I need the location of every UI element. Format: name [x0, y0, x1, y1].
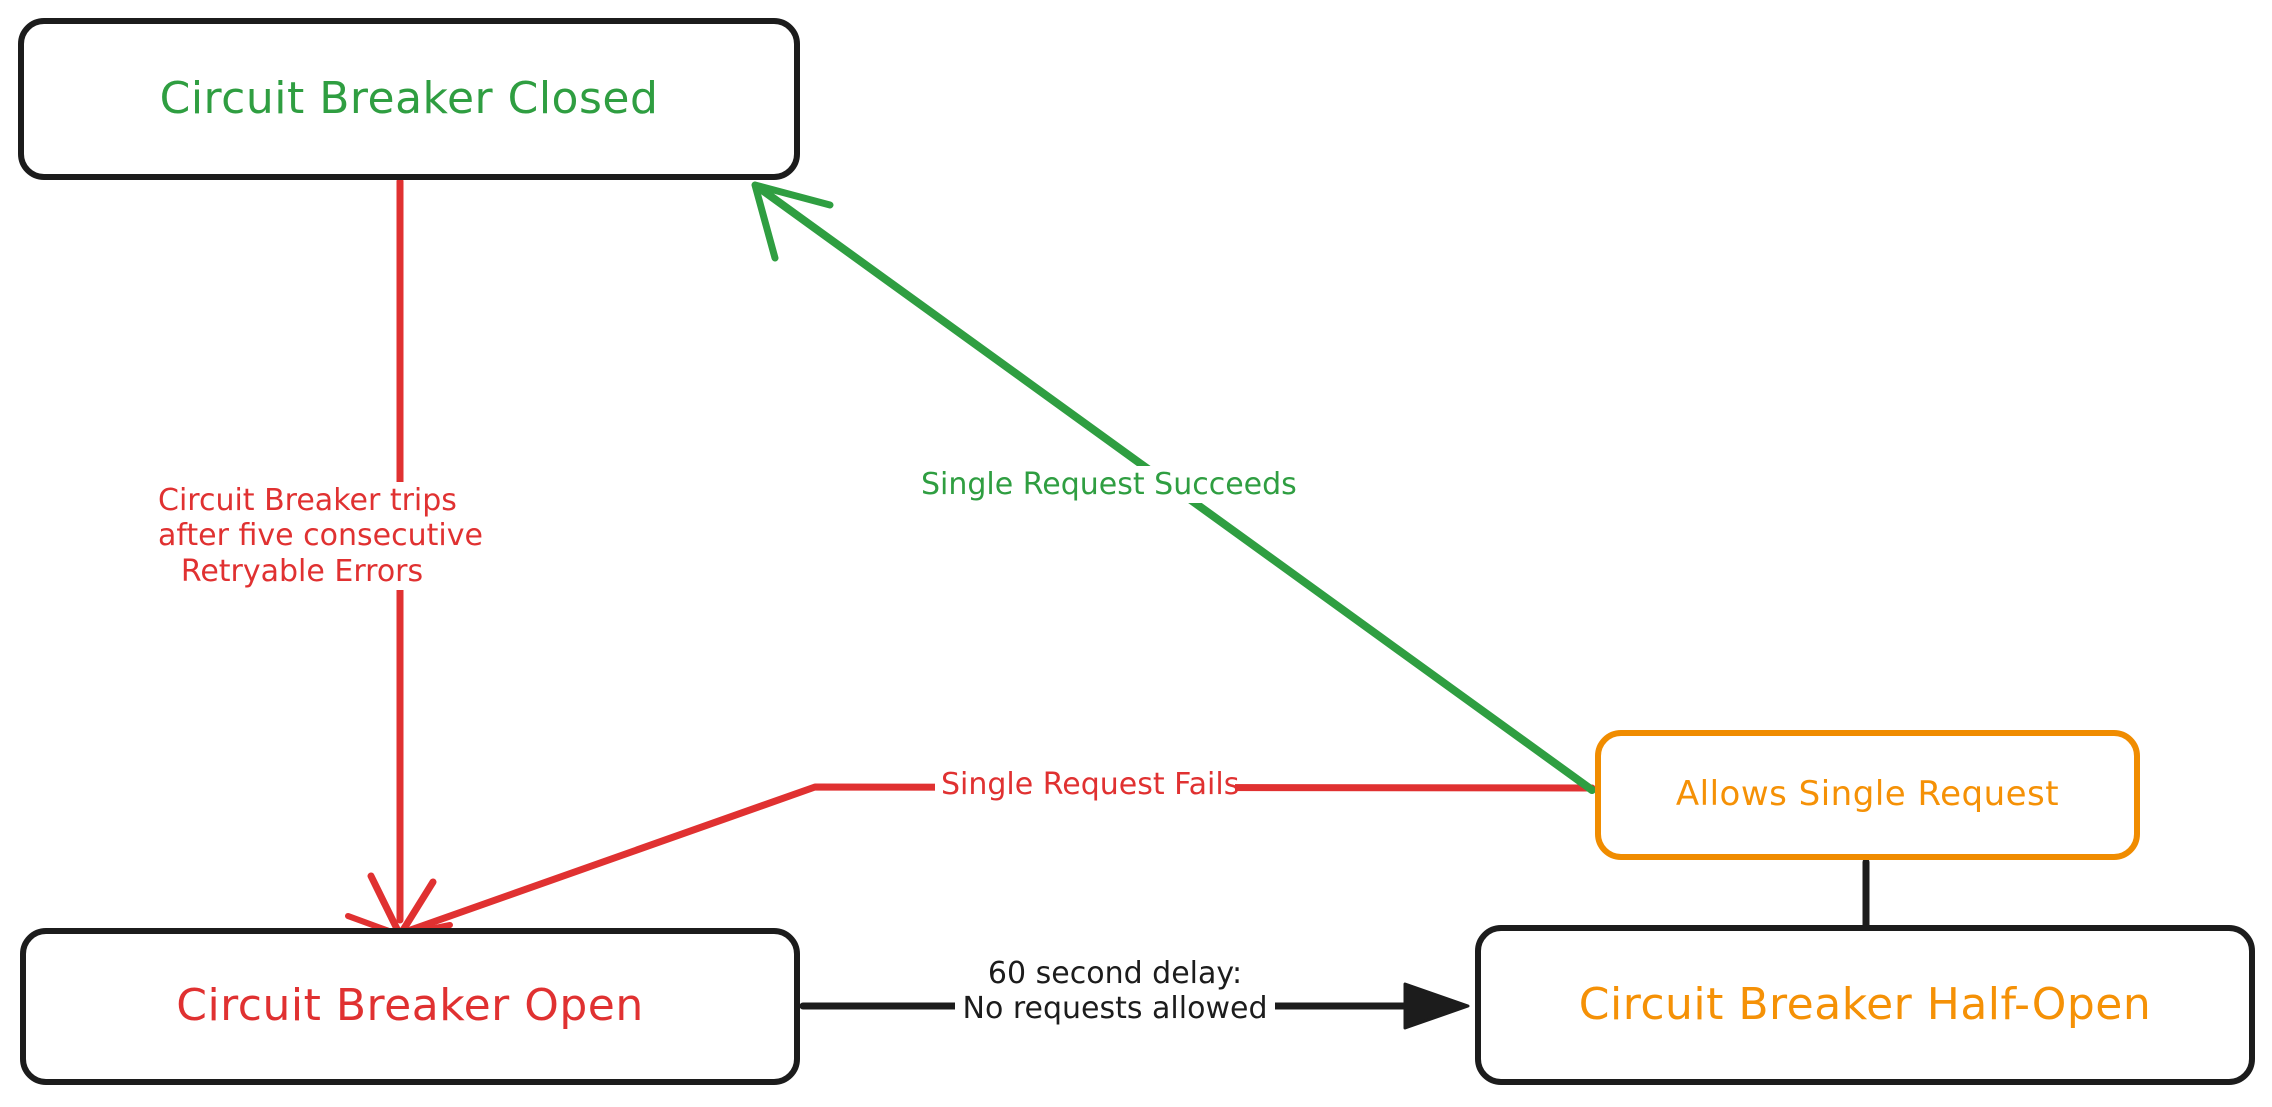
edge-label-line: Retryable Errors: [180, 553, 424, 589]
state-node-label: Circuit Breaker Open: [176, 980, 644, 1032]
edge-label-line: after five consecutive: [158, 518, 483, 554]
state-node-allows-single-request[interactable]: Allows Single Request: [1595, 730, 2140, 860]
edge-label-closed-to-open: Circuit Breaker trips after five consecu…: [152, 482, 483, 591]
state-node-circuit-breaker-open[interactable]: Circuit Breaker Open: [20, 928, 800, 1085]
edge-label-allows-to-open: Single Request Fails: [935, 766, 1240, 804]
edge-label-line: Single Request Fails: [941, 767, 1240, 802]
state-node-circuit-breaker-closed[interactable]: Circuit Breaker Closed: [18, 18, 800, 180]
edge-label-allows-to-closed: Single Request Succeeds: [915, 466, 1297, 504]
state-node-label: Allows Single Request: [1675, 774, 2060, 815]
state-node-label: Circuit Breaker Closed: [159, 72, 659, 124]
edge-label-line: 60 second delay:: [987, 956, 1243, 991]
edge-label-line: Circuit Breaker trips: [158, 483, 457, 518]
state-node-circuit-breaker-half-open[interactable]: Circuit Breaker Half-Open: [1475, 925, 2255, 1085]
state-node-label: Circuit Breaker Half-Open: [1578, 978, 2152, 1030]
edge-label-line: No requests allowed: [962, 991, 1268, 1027]
edge-label-open-to-half-open: 60 second delay: No requests allowed: [955, 955, 1275, 1028]
edge-label-line: Single Request Succeeds: [921, 467, 1297, 502]
edge-allows-to-open: [398, 783, 1596, 937]
